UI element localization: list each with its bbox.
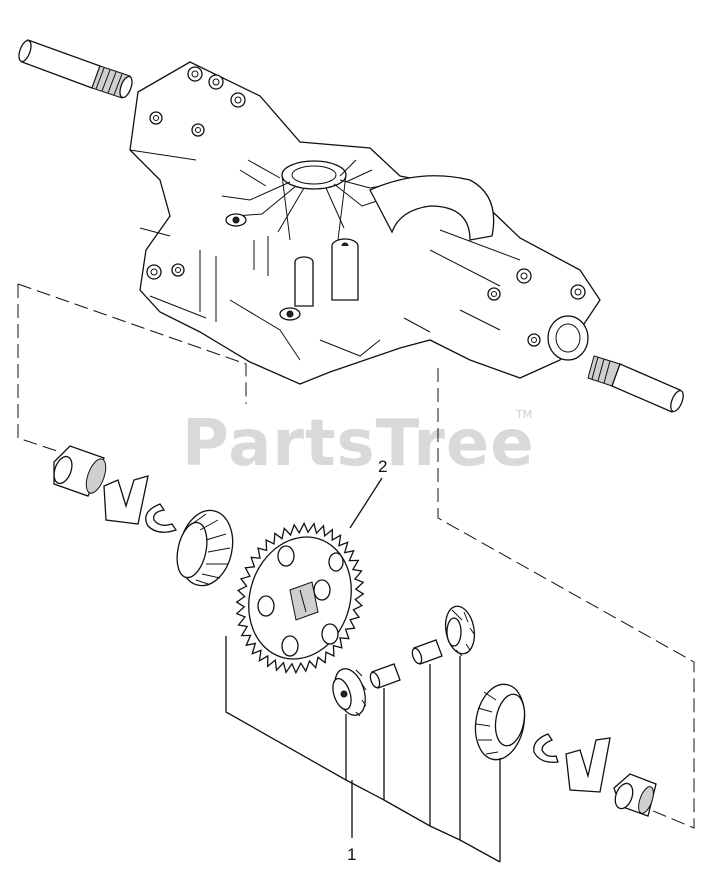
right-bushing <box>613 773 657 817</box>
pinion-pin-left <box>369 663 401 689</box>
reference-outline-right <box>437 368 695 829</box>
leader-line-part-2 <box>349 477 383 529</box>
housing-bolt-bosses <box>146 66 586 347</box>
housing-ports <box>199 213 381 361</box>
right-side-bevel-gear <box>474 683 526 761</box>
small-pinion-gear <box>332 668 367 717</box>
right-snap-ring <box>533 733 559 763</box>
left-snap-ring <box>145 503 178 533</box>
bevel-pinion-gear <box>444 605 476 657</box>
right-output-boss <box>547 315 589 361</box>
reference-outline-left <box>17 283 247 453</box>
left-bushing <box>53 445 107 497</box>
transaxle-housing <box>18 39 684 413</box>
right-axle-shaft <box>587 355 684 413</box>
left-axle-shaft <box>18 39 133 99</box>
pinion-pin-right <box>411 639 443 665</box>
watermark-text: PartsTree <box>182 407 535 481</box>
callout-1: 1 <box>347 845 356 864</box>
leader-lines-part-1 <box>225 636 501 863</box>
right-retaining-clip <box>565 737 611 793</box>
watermark-trademark: TM <box>515 408 532 421</box>
left-side-bevel-gear <box>176 509 234 587</box>
ring-gear <box>235 521 365 675</box>
housing-center-hub <box>221 159 393 241</box>
left-retaining-clip <box>103 475 149 525</box>
callout-2: 2 <box>378 457 387 476</box>
